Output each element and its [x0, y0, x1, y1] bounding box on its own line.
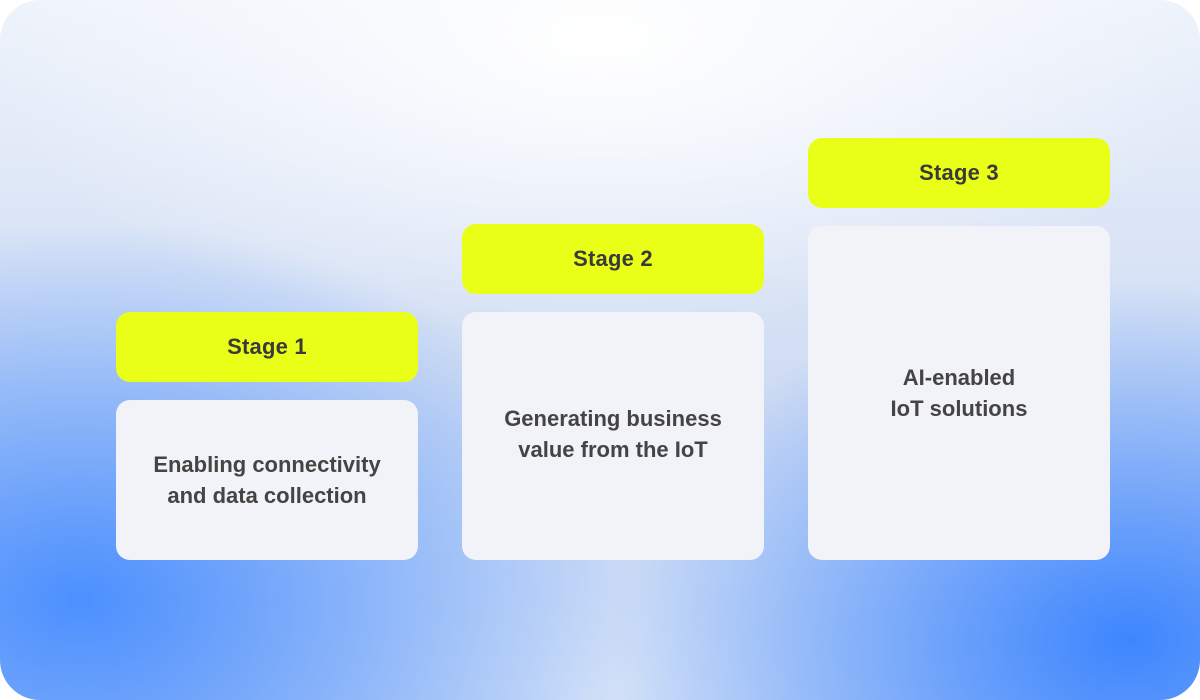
stage-1-card: Enabling connectivity and data collectio… [116, 400, 418, 560]
stage-3-label: Stage 3 [808, 138, 1110, 208]
stage-2-label: Stage 2 [462, 224, 764, 294]
stage-3-card: AI-enabled IoT solutions [808, 226, 1110, 560]
stage-3-label-text: Stage 3 [919, 160, 999, 185]
stage-3-description: AI-enabled IoT solutions [890, 365, 1028, 421]
stage-1-description: Enabling connectivity and data collectio… [153, 452, 381, 508]
stage-2-description: Generating business value from the IoT [504, 406, 722, 462]
stage-1-label-text: Stage 1 [227, 334, 307, 359]
stage-2-label-text: Stage 2 [573, 246, 653, 271]
stage-2-card: Generating business value from the IoT [462, 312, 764, 560]
stage-1-label: Stage 1 [116, 312, 418, 382]
